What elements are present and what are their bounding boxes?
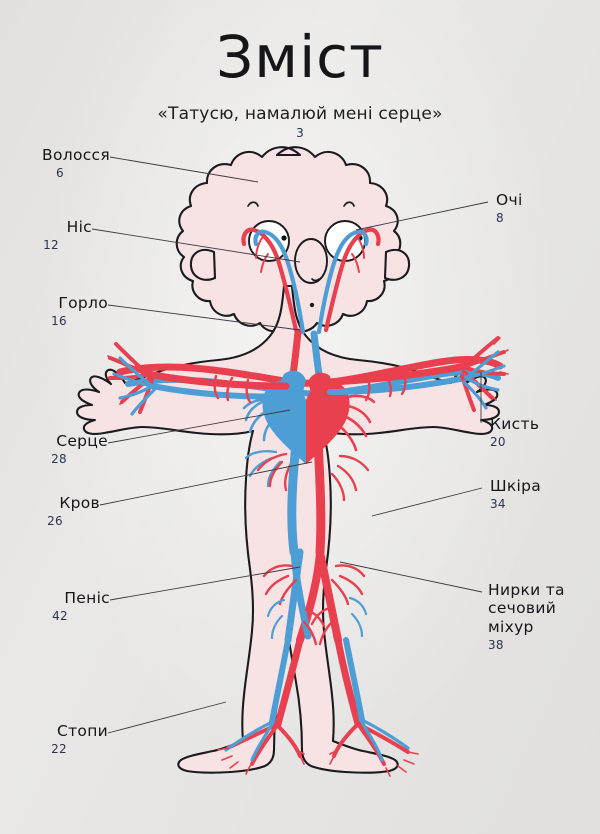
- contents-item-hand-label: Кисть: [490, 415, 540, 433]
- leader-eyes: [355, 201, 489, 231]
- contents-item-throat-label: Горло: [58, 294, 108, 312]
- page-title: Зміст: [216, 23, 384, 91]
- book-subtitle: «Татусю, намалюй мені серце»: [157, 104, 443, 124]
- contents-item-nose-label: Ніс: [66, 218, 92, 236]
- contents-item-throat-page: 16: [51, 314, 67, 329]
- leader-hair: [109, 156, 259, 183]
- leader-feet: [107, 701, 227, 734]
- contents-item-kidneys-bladder-line-2: сечовий: [488, 599, 557, 618]
- contents-item-nose[interactable]: Ніс 12: [10, 218, 92, 252]
- contents-item-heart[interactable]: Серце 28: [10, 432, 108, 466]
- contents-item-kidneys-bladder-page: 38: [488, 637, 504, 652]
- contents-item-feet-page: 22: [51, 742, 67, 757]
- contents-item-hair[interactable]: Волосся 6: [10, 146, 110, 180]
- contents-item-kidneys-bladder-line-3: міхур: [488, 617, 534, 636]
- leader-heart: [107, 409, 291, 444]
- contents-item-blood-page: 26: [47, 514, 63, 529]
- leader-penis: [109, 566, 301, 601]
- contents-item-kidneys-bladder-line-1: Нирки та: [488, 581, 565, 599]
- contents-item-blood-label: Кров: [59, 494, 100, 512]
- contents-item-penis-page: 42: [52, 609, 68, 624]
- contents-item-penis[interactable]: Пеніс 42: [10, 589, 110, 623]
- contents-item-hand[interactable]: Кисть 20: [490, 415, 539, 449]
- contents-item-nose-page: 12: [43, 238, 59, 253]
- contents-item-kidneys-bladder[interactable]: Нирки та сечовий міхур 38: [488, 581, 565, 652]
- leader-throat: [107, 304, 301, 331]
- contents-item-eyes[interactable]: Очі 8: [496, 191, 523, 225]
- leader-kidneys-bladder: [339, 561, 483, 593]
- contents-item-feet-label: Стопи: [56, 722, 108, 740]
- contents-item-hair-label: Волосся: [42, 146, 110, 164]
- leader-nose: [91, 228, 301, 263]
- contents-item-penis-label: Пеніс: [64, 589, 110, 607]
- contents-item-hair-page: 6: [56, 166, 64, 181]
- contents-item-heart-label: Серце: [56, 432, 108, 450]
- leader-blood: [99, 461, 313, 506]
- contents-item-blood[interactable]: Кров 26: [10, 494, 100, 528]
- contents-item-eyes-page: 8: [496, 211, 504, 226]
- contents-item-eyes-label: Очі: [496, 191, 523, 209]
- contents-item-feet[interactable]: Стопи 22: [10, 722, 108, 756]
- contents-item-skin[interactable]: Шкіра 34: [490, 477, 541, 511]
- contents-item-throat[interactable]: Горло 16: [10, 294, 108, 328]
- book-subtitle-page-number: 3: [296, 126, 304, 140]
- contents-item-skin-page: 34: [490, 497, 506, 512]
- contents-item-hand-page: 20: [490, 435, 506, 450]
- leader-skin: [371, 487, 483, 517]
- contents-item-skin-label: Шкіра: [490, 477, 542, 495]
- contents-item-heart-page: 28: [51, 452, 67, 467]
